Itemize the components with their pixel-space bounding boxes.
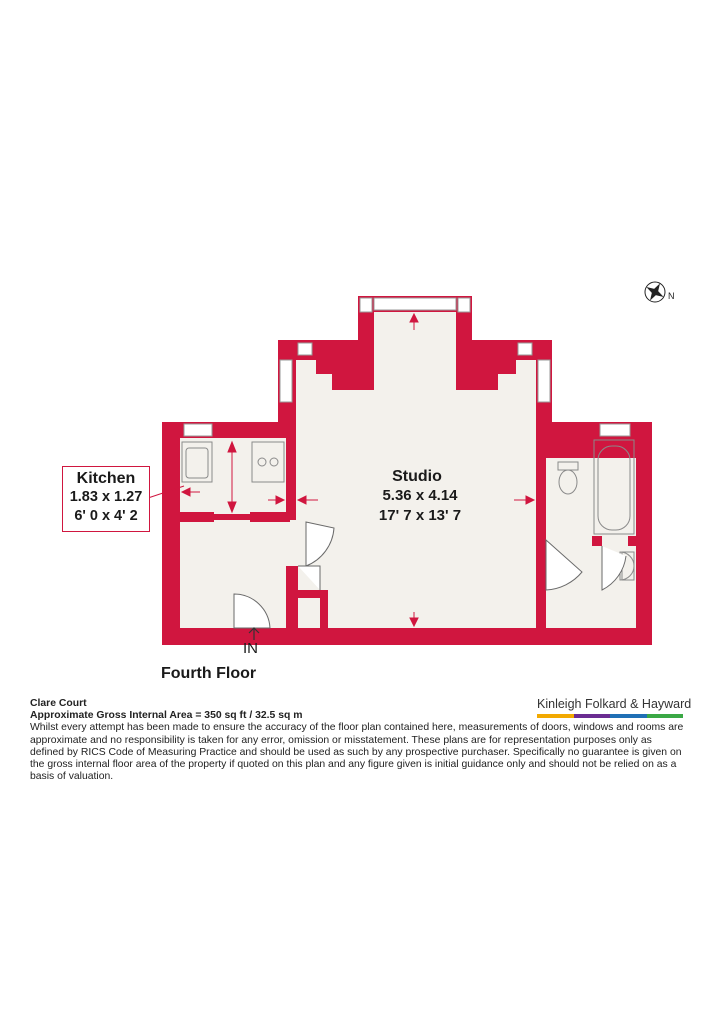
brand-bar-segment — [591, 714, 610, 718]
studio-metric: 5.36 x 4.14 — [382, 487, 458, 504]
property-name: Clare Court — [30, 698, 87, 709]
kitchen-title: Kitchen — [76, 470, 136, 487]
property-area: Approximate Gross Internal Area = 350 sq… — [30, 710, 303, 722]
fixtures — [181, 439, 635, 581]
compass-label: N — [668, 291, 675, 301]
internal-walls — [180, 422, 636, 645]
kitchen-imperial: 6' 0 x 4' 2 — [74, 508, 138, 524]
studio-title: Studio — [392, 468, 442, 485]
kitchen-metric: 1.83 x 1.27 — [69, 489, 143, 505]
brand-bar-segment — [664, 714, 683, 718]
brand-bar-segment — [555, 714, 574, 718]
bathtub — [593, 439, 635, 535]
compass-icon: N — [644, 281, 675, 303]
windows — [183, 297, 631, 437]
entrance-arrow-icon — [248, 627, 260, 640]
kitchen-sink — [181, 441, 213, 483]
dimension-arrows — [180, 312, 536, 628]
studio-imperial: 17' 7 x 13' 7 — [379, 507, 461, 524]
property-info: Clare Court Approximate Gross Internal A… — [30, 698, 685, 783]
brand-bar-segment — [646, 714, 665, 718]
disclaimer: Whilst every attempt has been made to en… — [30, 722, 684, 783]
brand-bar-segment — [573, 714, 592, 718]
kitchen-label-box: Kitchen 1.83 x 1.27 6' 0 x 4' 2 — [62, 466, 150, 532]
brand-bar-segment — [537, 714, 556, 718]
brand-logo: Kinleigh Folkard & Hayward — [537, 697, 692, 718]
hob — [251, 441, 285, 483]
floor-name: Fourth Floor — [161, 665, 257, 682]
brand-color-bar — [537, 714, 683, 718]
kitchen-leader-line — [147, 485, 185, 499]
doors — [233, 521, 627, 629]
floor-areas — [180, 312, 636, 628]
brand-bar-segment — [610, 714, 629, 718]
studio-floor — [296, 312, 536, 628]
brand-bar-segment — [628, 714, 647, 718]
bathroom-floor — [546, 458, 636, 628]
brand-name: Kinleigh Folkard & Hayward — [537, 697, 692, 711]
entrance-label: IN — [243, 640, 258, 657]
